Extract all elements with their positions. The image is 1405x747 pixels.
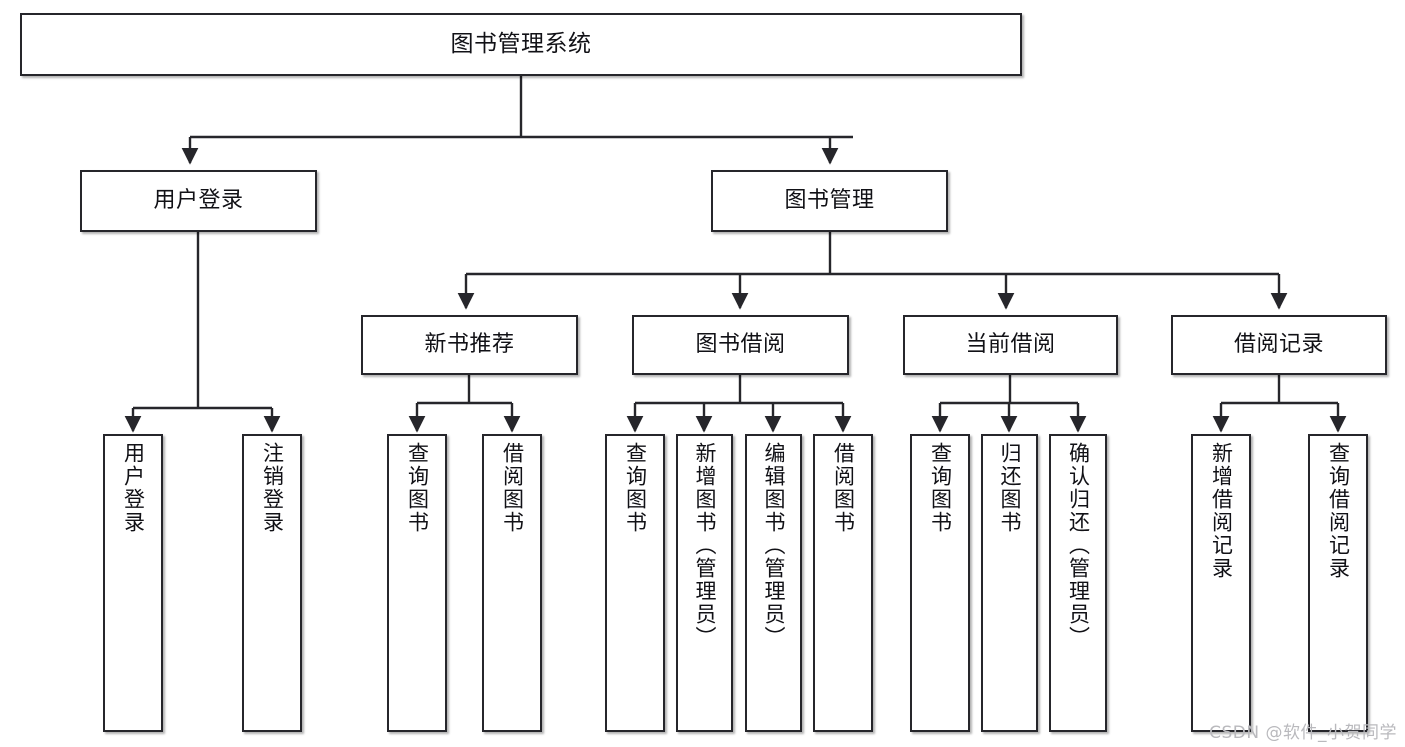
node-leaf-query-borrow-record[interactable]: 查询借阅记录 <box>1308 434 1368 732</box>
node-leaf-add-book-admin-label: 新增图书（管理员） <box>693 442 717 649</box>
node-leaf-query-borrow-record-label: 查询借阅记录 <box>1326 442 1351 580</box>
node-leaf-logout-login[interactable]: 注销登录 <box>242 434 302 732</box>
node-leaf-edit-book-admin[interactable]: 编辑图书（管理员） <box>745 434 802 732</box>
node-leaf-query-book-1[interactable]: 查询图书 <box>387 434 447 732</box>
node-leaf-borrow-book-1-label: 借阅图书 <box>500 442 525 534</box>
node-book-borrow[interactable]: 图书借阅 <box>632 315 849 375</box>
node-leaf-borrow-book-2-label: 借阅图书 <box>831 442 856 534</box>
node-current-borrow-label: 当前借阅 <box>965 331 1056 357</box>
node-leaf-borrow-book-2[interactable]: 借阅图书 <box>813 434 873 732</box>
node-leaf-confirm-return-admin[interactable]: 确认归还（管理员） <box>1049 434 1107 732</box>
node-leaf-query-book-1-label: 查询图书 <box>405 442 430 534</box>
node-leaf-edit-book-admin-label: 编辑图书（管理员） <box>762 442 786 649</box>
node-leaf-logout-login-label: 注销登录 <box>260 442 285 534</box>
node-root-label: 图书管理系统 <box>450 30 592 57</box>
node-book-management[interactable]: 图书管理 <box>711 170 948 232</box>
node-current-borrow[interactable]: 当前借阅 <box>903 315 1118 375</box>
node-leaf-query-book-2-label: 查询图书 <box>623 442 648 534</box>
node-leaf-return-book[interactable]: 归还图书 <box>981 434 1038 732</box>
node-user-login[interactable]: 用户登录 <box>80 170 317 232</box>
node-user-login-label: 用户登录 <box>153 187 244 213</box>
node-leaf-user-login[interactable]: 用户登录 <box>103 434 163 732</box>
node-leaf-user-login-label: 用户登录 <box>121 442 146 534</box>
node-leaf-add-book-admin[interactable]: 新增图书（管理员） <box>676 434 733 732</box>
node-borrow-record[interactable]: 借阅记录 <box>1171 315 1387 375</box>
node-new-book-recommend[interactable]: 新书推荐 <box>361 315 578 375</box>
node-leaf-add-borrow-record-label: 新增借阅记录 <box>1209 442 1234 580</box>
node-leaf-add-borrow-record[interactable]: 新增借阅记录 <box>1191 434 1251 732</box>
node-leaf-query-book-3-label: 查询图书 <box>928 442 953 534</box>
node-root[interactable]: 图书管理系统 <box>20 13 1022 76</box>
node-new-book-recommend-label: 新书推荐 <box>424 331 515 357</box>
node-leaf-query-book-3[interactable]: 查询图书 <box>910 434 970 732</box>
node-leaf-borrow-book-1[interactable]: 借阅图书 <box>482 434 542 732</box>
node-leaf-confirm-return-admin-label: 确认归还（管理员） <box>1066 442 1091 649</box>
node-leaf-return-book-label: 归还图书 <box>998 442 1022 534</box>
watermark-text: CSDN @软件_小贺同学 <box>1209 723 1397 743</box>
node-borrow-record-label: 借阅记录 <box>1233 331 1324 357</box>
node-book-management-label: 图书管理 <box>784 187 875 213</box>
node-book-borrow-label: 图书借阅 <box>695 331 786 357</box>
node-leaf-query-book-2[interactable]: 查询图书 <box>605 434 665 732</box>
